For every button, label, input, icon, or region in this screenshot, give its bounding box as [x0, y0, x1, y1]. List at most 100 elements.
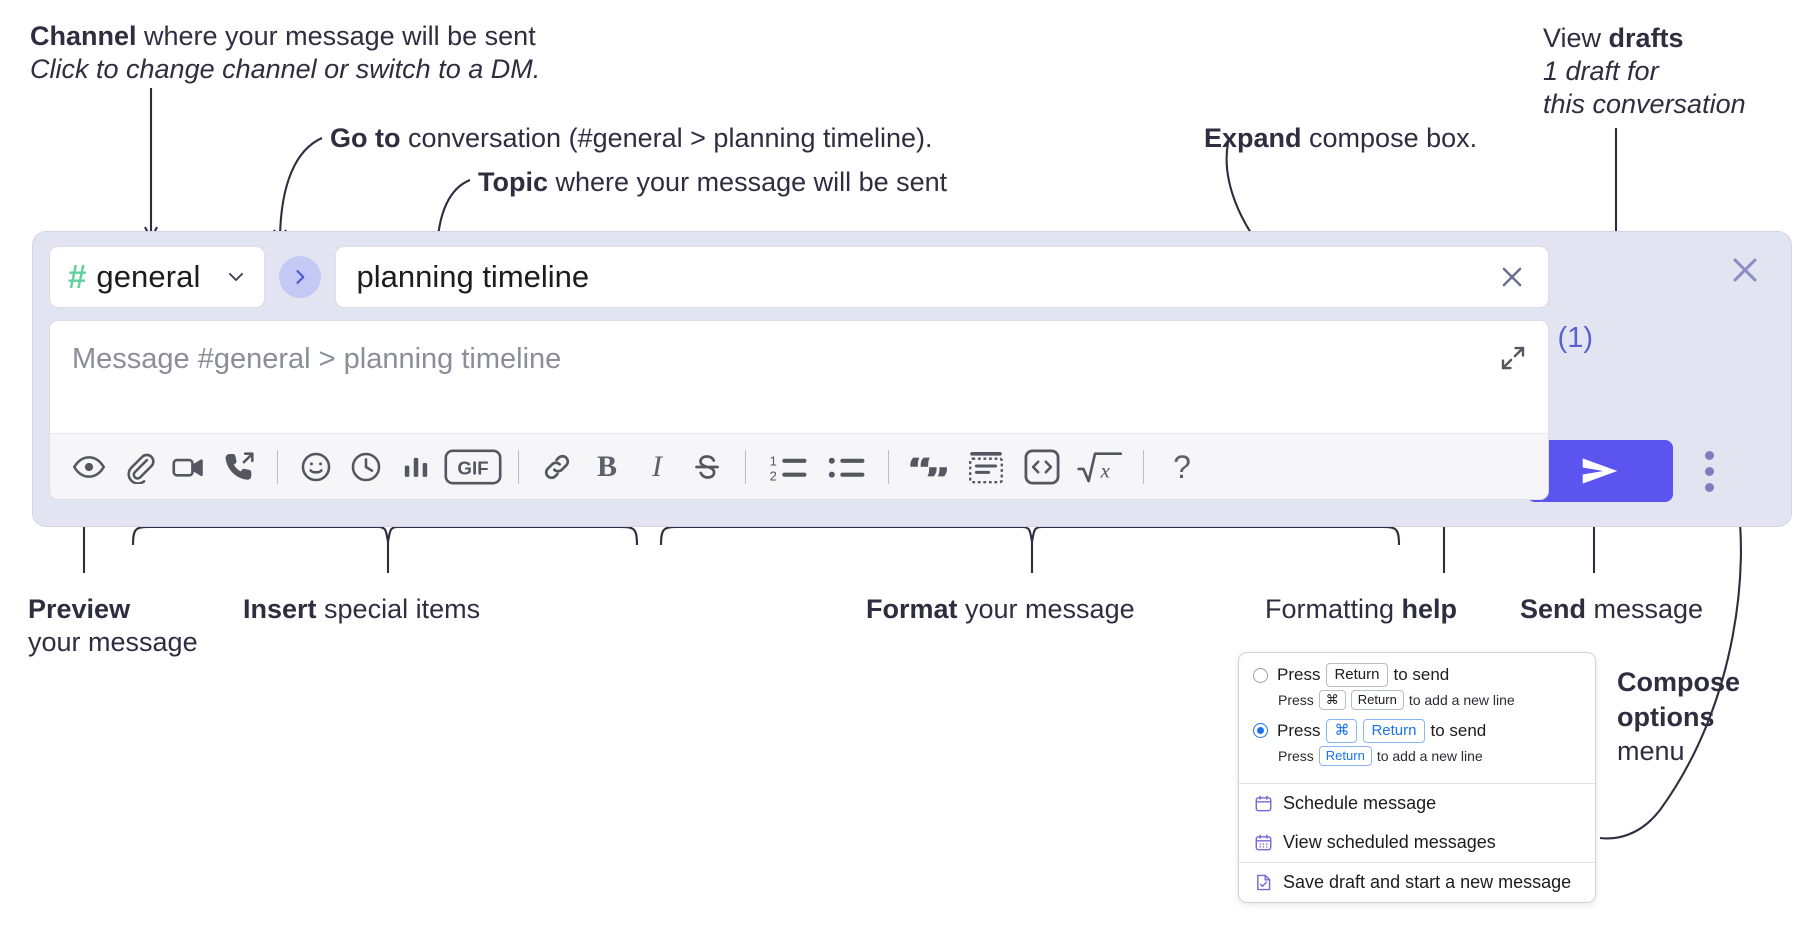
- expand-icon[interactable]: [1494, 339, 1532, 377]
- option1-press: Press: [1277, 665, 1321, 685]
- go-to-conversation-button[interactable]: [279, 256, 322, 298]
- option2-press: Press: [1277, 720, 1321, 740]
- save-draft-icon: [1253, 872, 1273, 892]
- gif-icon[interactable]: GIF: [441, 442, 505, 492]
- annotation-drafts-strong: drafts: [1608, 23, 1684, 53]
- emoji-icon[interactable]: [291, 442, 341, 492]
- radio-return[interactable]: [1253, 667, 1268, 683]
- annotation-send: Send message: [1520, 593, 1703, 626]
- ordered-list-icon[interactable]: 1 2: [759, 442, 817, 492]
- message-box: Message #general > planning timeline: [49, 320, 1549, 500]
- compose-options-menu-button[interactable]: [1689, 446, 1729, 496]
- toolbar-separator: [277, 449, 278, 484]
- annotation-format: Format your message: [866, 593, 1135, 626]
- menu-item-view-scheduled-messages[interactable]: View scheduled messages: [1239, 823, 1595, 862]
- annotation-insert-rest: special items: [316, 594, 481, 624]
- close-icon[interactable]: [1723, 248, 1767, 292]
- menu-item-save-draft[interactable]: Save draft and start a new message: [1239, 863, 1595, 902]
- toolbar-separator: [745, 449, 746, 484]
- keycap-return: Return: [1363, 718, 1425, 744]
- calendar-clock-icon: [1253, 793, 1273, 813]
- annotation-topic-strong: Topic: [478, 167, 548, 197]
- annotation-topic: Topic where your message will be sent: [478, 166, 947, 199]
- menu-divider: [1239, 782, 1595, 784]
- radio-command-return[interactable]: [1253, 723, 1268, 739]
- hash-icon: #: [68, 257, 87, 295]
- toolbar-separator: [1143, 449, 1144, 484]
- video-icon[interactable]: [164, 442, 214, 492]
- help-label: ?: [1173, 448, 1191, 485]
- menu-divider: [1239, 861, 1595, 863]
- strikethrough-icon[interactable]: [682, 442, 732, 492]
- help-icon[interactable]: ?: [1157, 442, 1207, 492]
- annotation-insert-strong: Insert: [243, 594, 317, 624]
- math-icon[interactable]: x: [1070, 442, 1130, 492]
- inline-code-icon[interactable]: [1014, 442, 1070, 492]
- svg-text:1: 1: [770, 453, 777, 468]
- annotation-send-strong: Send: [1520, 594, 1587, 624]
- reminder-clock-icon[interactable]: [341, 442, 391, 492]
- chevron-down-icon: [224, 265, 248, 289]
- option1-sub-tail: to add a new line: [1408, 692, 1515, 709]
- toolbar-separator: [518, 449, 519, 484]
- annotation-compose-line3: menu: [1617, 736, 1685, 767]
- annotation-compose-line2: options: [1617, 701, 1715, 732]
- svg-text:2: 2: [770, 468, 777, 483]
- annotation-compose-options: Compose options menu: [1617, 665, 1740, 769]
- annotation-help-strong: help: [1401, 594, 1458, 624]
- attachment-icon[interactable]: [114, 442, 164, 492]
- topic-value: planning timeline: [356, 259, 590, 294]
- annotation-preview: Preview your message: [28, 593, 198, 659]
- audio-call-icon[interactable]: [214, 442, 264, 492]
- annotation-channel-line2: Click to change channel or switch to a D…: [30, 53, 541, 84]
- annotation-channel: Channel where your message will be sent …: [30, 20, 540, 86]
- channel-selector[interactable]: # general: [49, 246, 266, 308]
- annotation-topic-rest: where your message will be sent: [548, 167, 948, 197]
- italic-icon[interactable]: I: [632, 442, 682, 492]
- keycap-return: Return: [1350, 690, 1404, 710]
- annotation-format-strong: Format: [866, 594, 958, 624]
- dot: [1704, 450, 1714, 460]
- keycap-command: ⌘: [1318, 690, 1346, 710]
- send-button[interactable]: [1527, 440, 1673, 502]
- option-press-cmd-return-to-send[interactable]: Press ⌘ Return to send: [1253, 718, 1581, 744]
- keycap-command: ⌘: [1326, 718, 1358, 744]
- dot: [1704, 482, 1714, 492]
- option2-sub-tail: to add a new line: [1376, 747, 1483, 764]
- blockquote-icon[interactable]: [902, 442, 958, 492]
- annotation-send-rest: message: [1586, 594, 1704, 624]
- compose-header-row: # general planning timeline: [49, 246, 1549, 308]
- link-icon[interactable]: [532, 442, 582, 492]
- bulleted-list-icon[interactable]: [817, 442, 875, 492]
- option1-sub-press: Press: [1278, 692, 1314, 709]
- dot: [1704, 466, 1714, 476]
- preview-icon[interactable]: [64, 442, 114, 492]
- option-press-return-to-send[interactable]: Press Return to send: [1253, 663, 1581, 688]
- option1-to-send: to send: [1393, 665, 1450, 685]
- annotation-channel-strong: Channel: [30, 21, 137, 51]
- annotation-preview-strong: Preview: [28, 594, 131, 624]
- menu-item-schedule-message[interactable]: Schedule message: [1239, 784, 1595, 823]
- annotation-drafts: View drafts 1 draft for this conversatio…: [1543, 22, 1746, 121]
- option2-subtext: Press Return to add a new line: [1278, 746, 1581, 766]
- compose-options-menu: Press Return to send Press ⌘ Return to a…: [1238, 652, 1596, 903]
- send-shortcut-options: Press Return to send Press ⌘ Return to a…: [1239, 653, 1595, 783]
- calendar-grid-icon: [1253, 832, 1273, 852]
- poll-icon[interactable]: [391, 442, 441, 492]
- bold-icon[interactable]: B: [582, 442, 632, 492]
- svg-text:GIF: GIF: [457, 457, 488, 478]
- annotation-expand: Expand compose box.: [1204, 122, 1477, 155]
- topic-field[interactable]: planning timeline: [335, 246, 1549, 308]
- code-block-icon[interactable]: [958, 442, 1014, 492]
- message-placeholder: Message #general > planning timeline: [72, 343, 562, 375]
- message-input[interactable]: Message #general > planning timeline: [50, 321, 1548, 433]
- clear-topic-icon[interactable]: [1490, 255, 1534, 299]
- menu-item-label: View scheduled messages: [1283, 831, 1496, 852]
- menu-item-label: Save draft and start a new message: [1283, 871, 1572, 892]
- italic-label: I: [652, 449, 662, 483]
- annotation-compose-line1: Compose: [1617, 667, 1741, 697]
- annotation-goto: Go to conversation (#general > planning …: [330, 122, 933, 155]
- channel-name: general: [96, 259, 201, 294]
- annotation-expand-strong: Expand: [1204, 123, 1302, 153]
